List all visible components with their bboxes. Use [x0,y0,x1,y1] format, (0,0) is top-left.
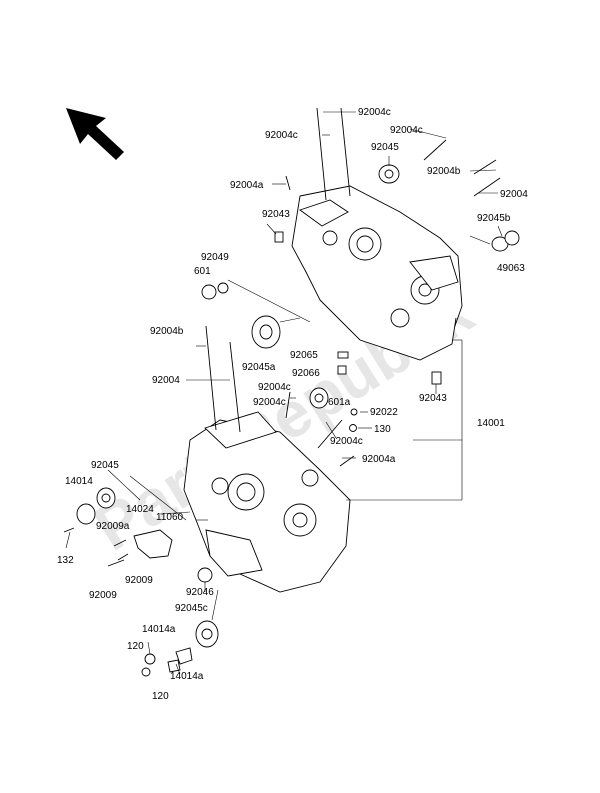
label-92004c: 92004c [253,397,286,408]
lower-crankcase-half [183,411,351,593]
label-92004b: 92004b [150,326,184,337]
label-132: 132 [57,555,74,566]
label-92009: 92009 [89,590,117,601]
shift-parts [63,527,193,677]
label-92004c: 92004c [390,125,423,136]
upper-studs [285,107,501,201]
label-92065: 92065 [290,350,318,361]
part-labels: 92004c 92004c 92004c 92045 92004b 92004a… [57,107,528,702]
label-601a: 601a [328,397,351,408]
label-92045c: 92045c [175,603,208,614]
front-direction-arrow [66,108,124,160]
label-92009: 92009 [125,575,153,586]
label-92045a: 92045a [242,362,276,373]
label-92004c: 92004c [265,130,298,141]
label-92045: 92045 [371,142,399,153]
label-92022: 92022 [370,407,398,418]
label-92004: 92004 [500,189,528,200]
label-49063: 49063 [497,263,525,274]
upper-crankcase-half [291,185,463,361]
label-92004c: 92004c [258,382,291,393]
label-14014: 14014 [65,476,93,487]
label-92043: 92043 [419,393,447,404]
label-92004a: 92004a [362,454,396,465]
label-14014a: 14014a [170,671,204,682]
label-92046: 92046 [186,587,214,598]
leader-lines [65,111,503,675]
label-14024: 14024 [126,504,154,515]
label-92066: 92066 [292,368,320,379]
label-120: 120 [127,641,144,652]
label-120: 120 [152,691,169,702]
label-92049: 92049 [201,252,229,263]
label-92004: 92004 [152,375,180,386]
label-92009a: 92009a [96,521,130,532]
label-92004c: 92004c [330,436,363,447]
label-14001: 14001 [477,418,505,429]
label-92045: 92045 [91,460,119,471]
label-92045b: 92045b [477,213,511,224]
label-92004b: 92004b [427,166,461,177]
label-92004a: 92004a [230,180,264,191]
lower-studs [205,325,355,467]
label-130: 130 [374,424,391,435]
label-601: 601 [194,266,211,277]
label-92043: 92043 [262,209,290,220]
label-14014a: 14014a [142,624,176,635]
bearings [76,164,520,648]
label-11060: 11060 [156,512,184,523]
label-92004c: 92004c [358,107,391,118]
